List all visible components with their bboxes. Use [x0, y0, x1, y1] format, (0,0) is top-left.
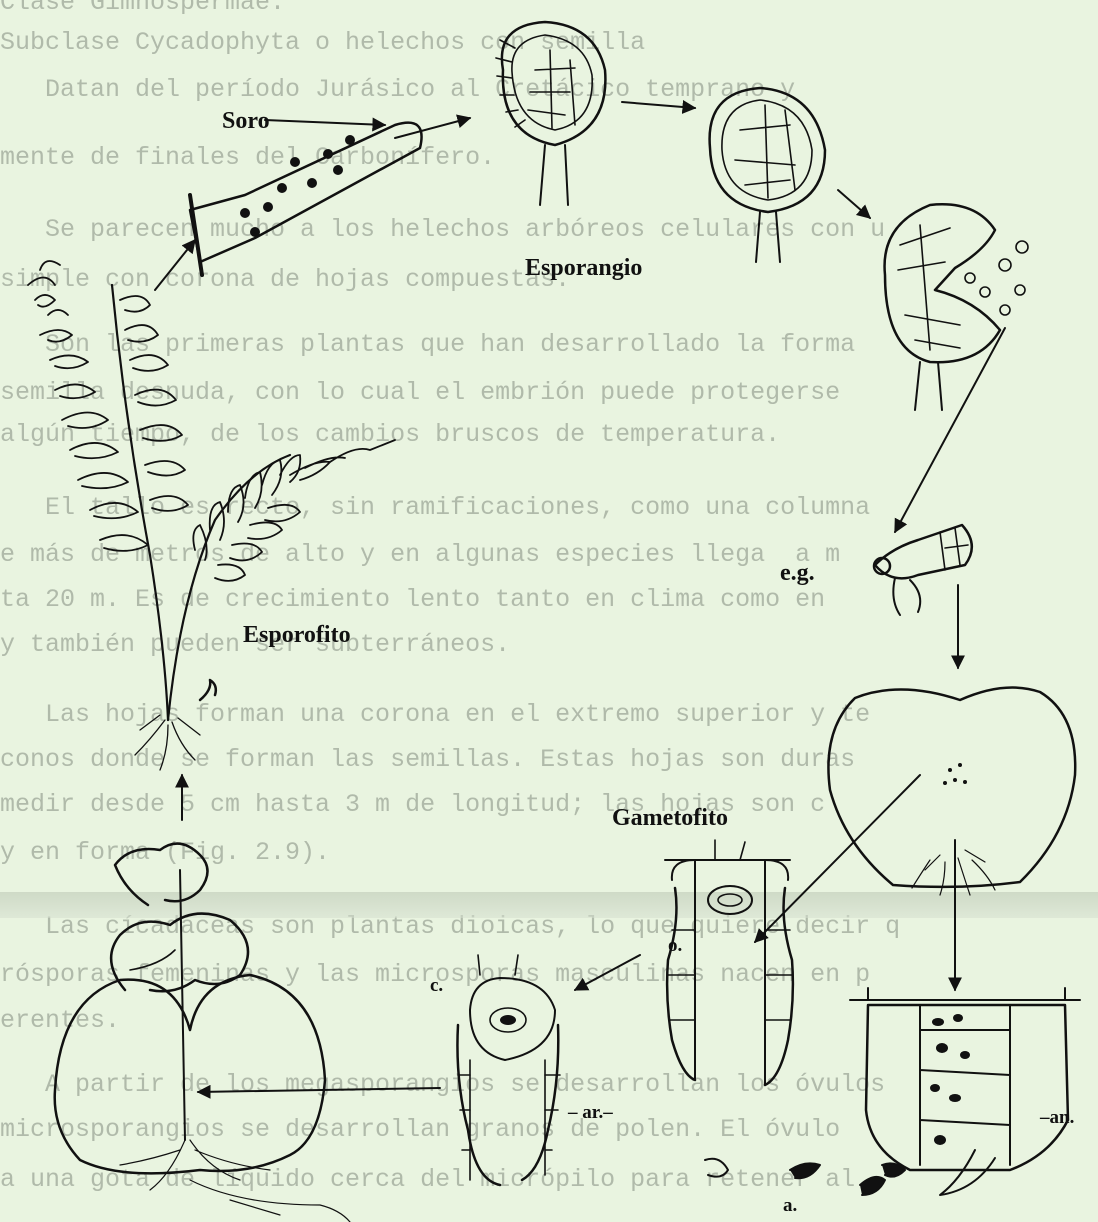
frond-1 [28, 261, 188, 551]
adult-roots [135, 715, 200, 770]
arrow-sporangium-1-2 [622, 102, 695, 108]
arrow-archegonium-to-zygote [575, 955, 640, 990]
label-c: c. [430, 975, 443, 997]
archegonium-oosphere [665, 840, 793, 1085]
soro-pinnule [190, 120, 422, 275]
adult-sporophyte [28, 261, 395, 770]
arrow-zygote-to-young-sporophyte [198, 1088, 440, 1092]
label-eg: e.g. [780, 560, 815, 587]
gametophyte [828, 688, 1075, 896]
sporangium-closed [496, 22, 605, 205]
young-sporophyte [55, 844, 350, 1222]
label-esporangio: Esporangio [525, 255, 642, 282]
sori-dots [240, 135, 355, 237]
arrow-spore-to-germination [895, 328, 1005, 532]
arrow-gametophyte-to-archegonium [755, 775, 920, 942]
sporangium-dehiscing [885, 204, 1028, 410]
label-soro: Soro [222, 108, 270, 135]
label-esporofito: Esporofito [243, 622, 351, 649]
sporangium-mature [710, 88, 825, 262]
label-ar: – ar.– [568, 1102, 613, 1124]
arrow-sporangium-2-3 [838, 190, 870, 218]
rhizoids [912, 850, 995, 895]
label-an: –an. [1040, 1107, 1074, 1129]
released-spores [965, 241, 1028, 315]
label-a: a. [783, 1195, 797, 1217]
frond-2 [193, 440, 395, 581]
antherozoids [705, 1159, 905, 1195]
label-gametofito: Gametofito [612, 805, 728, 832]
arrow-soro-to-sporangium [395, 118, 470, 138]
arrow-sporophyte-to-soro [155, 240, 195, 290]
young-roots [120, 1140, 350, 1222]
archegonium-fertilized [457, 955, 560, 1185]
label-o: o. [668, 935, 682, 957]
